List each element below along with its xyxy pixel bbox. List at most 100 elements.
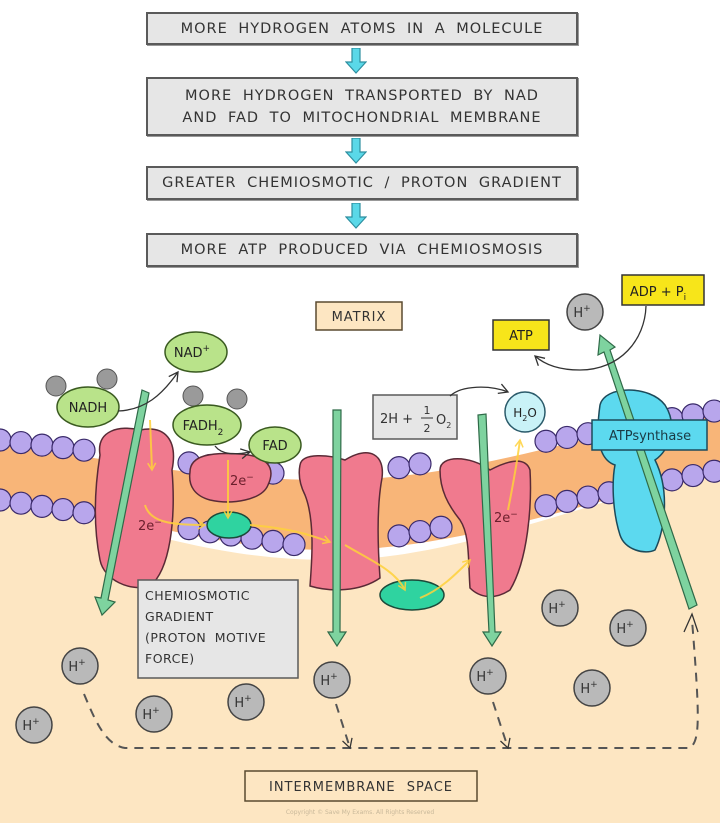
svg-text:H+: H+	[476, 668, 493, 685]
down-arrow-icon	[345, 48, 367, 74]
svg-text:H+: H+	[548, 600, 565, 617]
phospholipid-head	[30, 494, 54, 518]
phospholipid-head	[555, 489, 579, 513]
copyright-text: Copyright © Save My Exams. All Rights Re…	[286, 809, 435, 816]
svg-text:2H +: 2H +	[380, 412, 413, 427]
phospholipid-head	[576, 485, 600, 509]
phospholipid-head	[681, 463, 705, 488]
svg-text:H2O: H2O	[513, 406, 537, 423]
down-arrow-icon	[345, 203, 367, 229]
phospholipid-head	[51, 497, 75, 522]
proton-pump-arrow	[477, 413, 503, 648]
proton-pump-arrow	[326, 409, 348, 648]
svg-text:ATP: ATP	[509, 329, 533, 344]
svg-text:2e−: 2e−	[494, 510, 518, 526]
fadh2-to-fad-arrow	[214, 445, 252, 460]
proton-icon: H+	[573, 669, 611, 707]
svg-text:2e−: 2e−	[138, 518, 162, 534]
svg-text:H+: H+	[68, 658, 85, 675]
flow-step-2-text: MORE HYDROGEN TRANSPORTED BY NAD AND FAD…	[182, 87, 542, 126]
electron-path	[144, 419, 524, 599]
phospholipid-head	[9, 491, 33, 515]
electron-label: 2e−	[230, 473, 254, 489]
atp-synthase-proton-arrow	[597, 333, 698, 610]
svg-text:FAD: FAD	[262, 439, 287, 454]
down-arrow-icon	[345, 138, 367, 164]
atp-synthase-label: ATPsynthase	[591, 419, 708, 451]
electron-label: 2e−	[494, 510, 518, 526]
phospholipid-head	[534, 494, 558, 518]
proton-icon: H+	[61, 647, 99, 685]
phospholipid-head	[429, 515, 453, 539]
phospholipid-head	[387, 456, 411, 480]
intermembrane-space	[0, 470, 720, 823]
svg-text:FADH2: FADH2	[183, 419, 224, 438]
nad-plus-molecule: NAD+	[164, 331, 228, 373]
phospholipid-head	[387, 524, 411, 548]
svg-text:GRADIENT: GRADIENT	[145, 609, 214, 624]
svg-text:NADH: NADH	[69, 401, 107, 416]
svg-text:H+: H+	[320, 672, 337, 689]
svg-text:2: 2	[424, 422, 431, 435]
phospholipid-head	[30, 433, 54, 457]
phospholipid-head	[408, 519, 432, 544]
phospholipid-head	[534, 429, 558, 453]
svg-text:1: 1	[424, 404, 431, 417]
flow-step-3-text: GREATER CHEMIOSMOTIC / PROTON GRADIENT	[162, 175, 562, 191]
proton-icon: H+	[227, 683, 265, 721]
svg-text:H+: H+	[573, 304, 590, 321]
phospholipid-head	[282, 532, 306, 557]
proton-icon: H+	[313, 661, 351, 699]
phospholipid-head	[702, 459, 720, 483]
phospholipid-head	[72, 501, 96, 525]
proton-icon: H+	[135, 695, 173, 733]
proton-icon: H+	[609, 609, 647, 647]
svg-text:H+: H+	[142, 706, 159, 723]
adp-to-atp-arrow	[534, 305, 647, 371]
svg-text:H+: H+	[22, 717, 39, 734]
electron-label: 2e−	[138, 518, 162, 534]
flow-step-4: MORE ATP PRODUCED VIA CHEMIOSMOSIS	[146, 233, 578, 267]
svg-text:MATRIX: MATRIX	[332, 310, 387, 325]
phospholipid-head	[177, 517, 201, 541]
svg-text:O2: O2	[436, 413, 451, 430]
oxygen-to-water-arrow	[449, 383, 510, 397]
proton-icon: H+	[566, 293, 604, 331]
flow-step-2: MORE HYDROGEN TRANSPORTED BY NAD AND FAD…	[146, 77, 578, 136]
proton-pump-arrow	[94, 389, 150, 617]
cytochrome-c-carrier	[379, 579, 445, 611]
oxygen-reaction-box: 2H + 1 2 O2	[372, 394, 458, 440]
proton-flow-arrowhead	[683, 612, 699, 633]
complex-ii-protein	[188, 452, 272, 503]
svg-text:H+: H+	[234, 694, 251, 711]
matrix-label: MATRIX	[315, 301, 403, 331]
water-molecule: H2O	[504, 391, 546, 433]
phospholipid-head	[9, 430, 33, 455]
svg-text:INTERMEMBRANE SPACE: INTERMEMBRANE SPACE	[269, 780, 453, 795]
svg-text:ATPsynthase: ATPsynthase	[609, 429, 691, 444]
intermembrane-space-label: INTERMEMBRANE SPACE	[244, 770, 478, 802]
flow-step-1-text: MORE HYDROGEN ATOMS IN A MOLECULE	[180, 20, 544, 37]
svg-text:2e−: 2e−	[230, 473, 254, 489]
phospholipid-head	[702, 399, 720, 423]
phospholipid-head	[555, 425, 579, 450]
phospholipid-head	[660, 468, 684, 492]
proton-icon: H+	[469, 657, 507, 695]
fad-molecule: FAD	[248, 426, 302, 464]
phospholipid-head	[51, 436, 75, 460]
phospholipid-head	[408, 452, 432, 476]
phospholipid-head	[261, 529, 285, 553]
svg-text:FORCE): FORCE)	[145, 651, 195, 666]
svg-text:CHEMIOSMOTIC: CHEMIOSMOTIC	[145, 588, 250, 603]
proton-icon: H+	[541, 589, 579, 627]
proton-icon: H+	[15, 706, 53, 744]
flow-step-1: MORE HYDROGEN ATOMS IN A MOLECULE	[146, 12, 578, 45]
fadh2-molecule: FADH2	[172, 385, 248, 446]
nadh-molecule: NADH	[45, 368, 120, 428]
svg-text:(PROTON MOTIVE: (PROTON MOTIVE	[145, 630, 266, 645]
chemiosmotic-gradient-label: CHEMIOSMOTIC GRADIENT (PROTON MOTIVE FOR…	[137, 579, 299, 679]
svg-text:H+: H+	[580, 680, 597, 697]
proton-flow-path	[83, 619, 699, 750]
atp-label: ATP	[492, 319, 550, 351]
